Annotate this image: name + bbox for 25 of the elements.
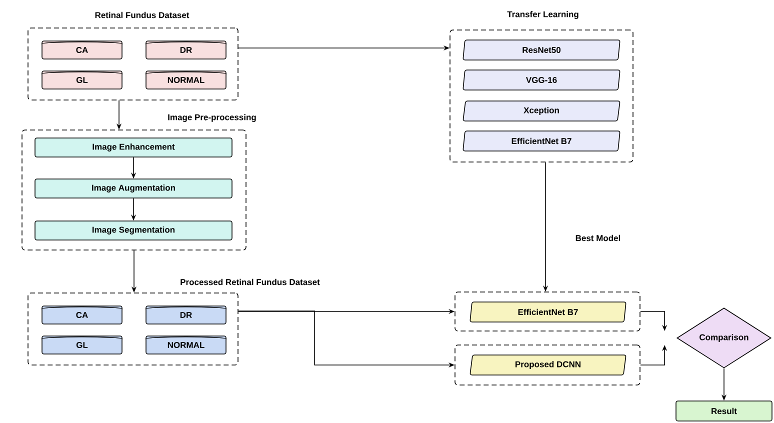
database-cylinder: CA [41,40,123,60]
database-cylinder: DR [145,306,227,324]
model-parallelogram: VGG-16 [462,70,620,90]
model-parallelogram: ResNet50 [462,40,620,60]
group-title: Processed Retinal Fundus Dataset [180,278,320,286]
model-parallelogram: Xception [462,100,620,122]
process-box: Image Enhancement [34,138,232,158]
database-cylinder: GL [41,336,123,354]
edge-label: Best Model [574,234,622,242]
group-title: Retinal Fundus Dataset [95,12,190,18]
group-title: Image Pre-processing [168,114,256,122]
database-cylinder: NORMAL [145,70,227,90]
dashed-group-box [454,292,640,332]
model-parallelogram: Proposed DCNN [470,354,626,376]
process-box: Image Segmentation [34,220,232,240]
database-cylinder: NORMAL [145,336,227,354]
database-cylinder: CA [41,306,123,324]
process-box: Result [676,400,772,422]
database-cylinder: GL [41,70,123,90]
dashed-group-box [454,344,640,386]
database-cylinder: DR [145,40,227,60]
model-parallelogram: EfficientNet B7 [462,130,620,152]
group-title: Transfer Learning [507,11,578,19]
model-parallelogram: EfficientNet B7 [470,302,626,322]
process-box: Image Augmentation [34,178,232,198]
